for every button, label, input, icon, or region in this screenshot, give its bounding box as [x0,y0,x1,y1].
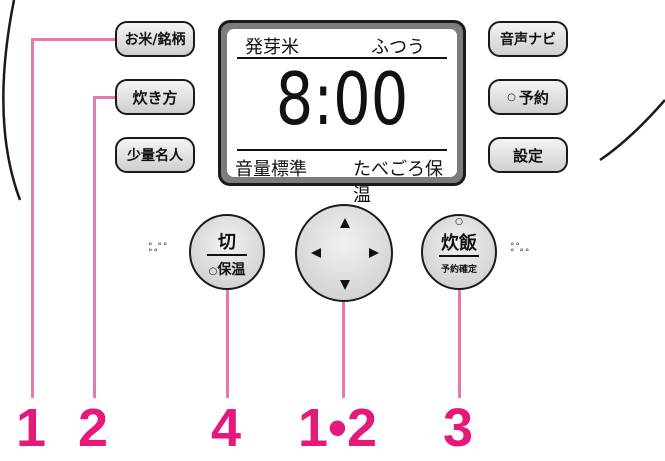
callout-3: 3 [443,398,474,458]
guide-line-1-horizontal [31,38,117,41]
rice-type-label: 発芽米 [245,37,299,58]
cooking-method-button[interactable]: 炊き方 [115,79,195,115]
volume-label: 音量標準 [235,159,307,180]
up-arrow-icon[interactable] [340,218,350,228]
timer-indicator-icon: ○ [507,91,516,103]
guide-line-3 [458,280,461,398]
direction-pad[interactable] [295,204,393,302]
timer-button-label: 予約 [518,88,549,107]
left-arrow-icon[interactable] [311,248,321,258]
callout-4: 4 [211,398,242,458]
settings-button[interactable]: 設定 [488,137,568,173]
lcd-screen: 発芽米 ふつう 8:00 音量標準 たべごろ保温 [227,29,457,206]
voice-nav-button[interactable]: 音声ナビ [488,21,568,57]
right-arrow-icon[interactable] [369,248,379,258]
cook-indicator-icon: ○ [455,217,463,227]
cook-confirm-button[interactable]: ○ 炊飯 予約確定 [421,214,497,290]
confirm-timer-label: 予約確定 [440,265,477,275]
mode-label: ふつう [371,37,425,58]
cook-button-divider [439,255,479,257]
rice-brand-button[interactable]: お米/銘柄 [115,21,195,57]
guide-line-1 [31,38,34,398]
lcd-top-divider [237,57,447,59]
keep-warm-indicator-icon: ○ [208,266,218,277]
off-keep-warm-button[interactable]: 切 ○保温 [189,214,265,290]
timer-button[interactable]: ○予約 [488,79,568,115]
callout-2: 2 [78,398,109,458]
keep-warm-label: たべごろ保温 [353,159,443,206]
lcd-bottom-divider [237,149,447,151]
lcd-display: 発芽米 ふつう 8:00 音量標準 たべごろ保温 [218,20,466,206]
callout-1: 1 [16,398,47,458]
guide-line-4 [226,280,229,398]
keep-warm-button-label: ○保温 [208,262,246,278]
guide-line-2-horizontal [93,96,117,99]
small-amount-button[interactable]: 少量名人 [115,137,195,173]
right-speaker-icon: °°° °° [510,242,531,258]
off-label: 切 [218,232,236,253]
callout-1-2: 1•2 [298,398,377,458]
down-arrow-icon[interactable] [340,280,350,290]
guide-line-12 [342,292,345,398]
guide-line-2 [93,96,96,398]
time-readout: 8:00 [275,57,409,141]
cook-label: 炊飯 [441,233,477,254]
left-speaker-icon: ° °°°° [148,242,169,258]
off-button-divider [207,254,247,256]
